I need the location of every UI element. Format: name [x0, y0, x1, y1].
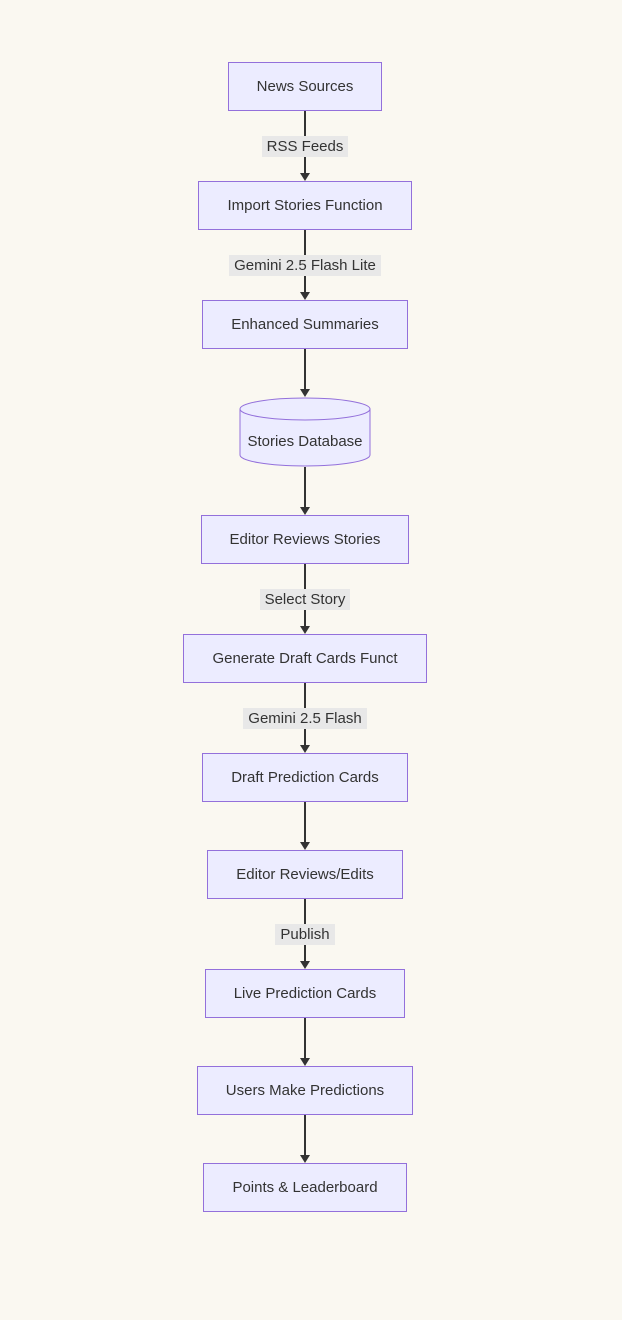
node-news-sources: News Sources [227, 62, 383, 111]
node-label: Points & Leaderboard [232, 1179, 378, 1196]
node-label: Enhanced Summaries [231, 316, 379, 333]
node-generate-draft-cards-funct: Generate Draft Cards Funct [183, 634, 427, 683]
edge-line [304, 802, 306, 845]
node-points-leaderboard: Points & Leaderboard [203, 1163, 407, 1212]
node-label: Import Stories Function [227, 197, 383, 214]
edge-draft-to-editor-edits [215, 802, 395, 850]
edge-generate-to-draft: Gemini 2.5 Flash [215, 683, 395, 753]
edge-label: Publish [275, 923, 335, 945]
edge-editor-to-generate: Select Story [215, 564, 395, 634]
arrowhead-icon [300, 842, 310, 850]
node-enhanced-summaries: Enhanced Summaries [202, 300, 408, 349]
node-editor-reviews-stories: Editor Reviews Stories [200, 515, 410, 564]
edge-news-to-import: RSS Feeds [215, 111, 395, 181]
arrowhead-icon [300, 507, 310, 515]
node-stories-database: Stories Database [239, 397, 371, 467]
database-cylinder-icon [239, 397, 371, 467]
edge-line [304, 467, 306, 510]
arrowhead-icon [300, 745, 310, 753]
arrowhead-icon [300, 1155, 310, 1163]
node-users-make-predictions: Users Make Predictions [196, 1066, 414, 1115]
node-label: News Sources [256, 78, 354, 95]
arrowhead-icon [300, 1058, 310, 1066]
edge-label: RSS Feeds [261, 135, 349, 157]
edge-line [304, 1115, 306, 1158]
edge-database-to-editor-reviews [215, 467, 395, 515]
edge-label: Gemini 2.5 Flash Lite [229, 254, 381, 276]
node-label: Editor Reviews Stories [229, 531, 381, 548]
arrowhead-icon [300, 173, 310, 181]
edge-label: Gemini 2.5 Flash [243, 707, 367, 729]
edge-label: Select Story [259, 588, 351, 610]
arrowhead-icon [300, 626, 310, 634]
node-label: Live Prediction Cards [233, 985, 377, 1002]
edge-line [304, 349, 306, 392]
edge-import-to-enhanced: Gemini 2.5 Flash Lite [215, 230, 395, 300]
node-label: Editor Reviews/Edits [236, 866, 374, 883]
node-label: Generate Draft Cards Funct [212, 650, 398, 667]
node-label: Users Make Predictions [225, 1082, 385, 1099]
arrowhead-icon [300, 961, 310, 969]
edge-editor-edits-to-live: Publish [215, 899, 395, 969]
node-label: Draft Prediction Cards [231, 769, 379, 786]
arrowhead-icon [300, 292, 310, 300]
edge-line [304, 1018, 306, 1061]
edge-live-to-users [215, 1018, 395, 1066]
node-import-stories-function: Import Stories Function [198, 181, 412, 230]
node-live-prediction-cards: Live Prediction Cards [204, 969, 406, 1018]
edge-users-to-points [215, 1115, 395, 1163]
node-editor-reviews-edits: Editor Reviews/Edits [207, 850, 403, 899]
arrowhead-icon [300, 389, 310, 397]
node-label: Stories Database [247, 433, 363, 450]
edge-enhanced-to-database [215, 349, 395, 397]
node-draft-prediction-cards: Draft Prediction Cards [202, 753, 408, 802]
